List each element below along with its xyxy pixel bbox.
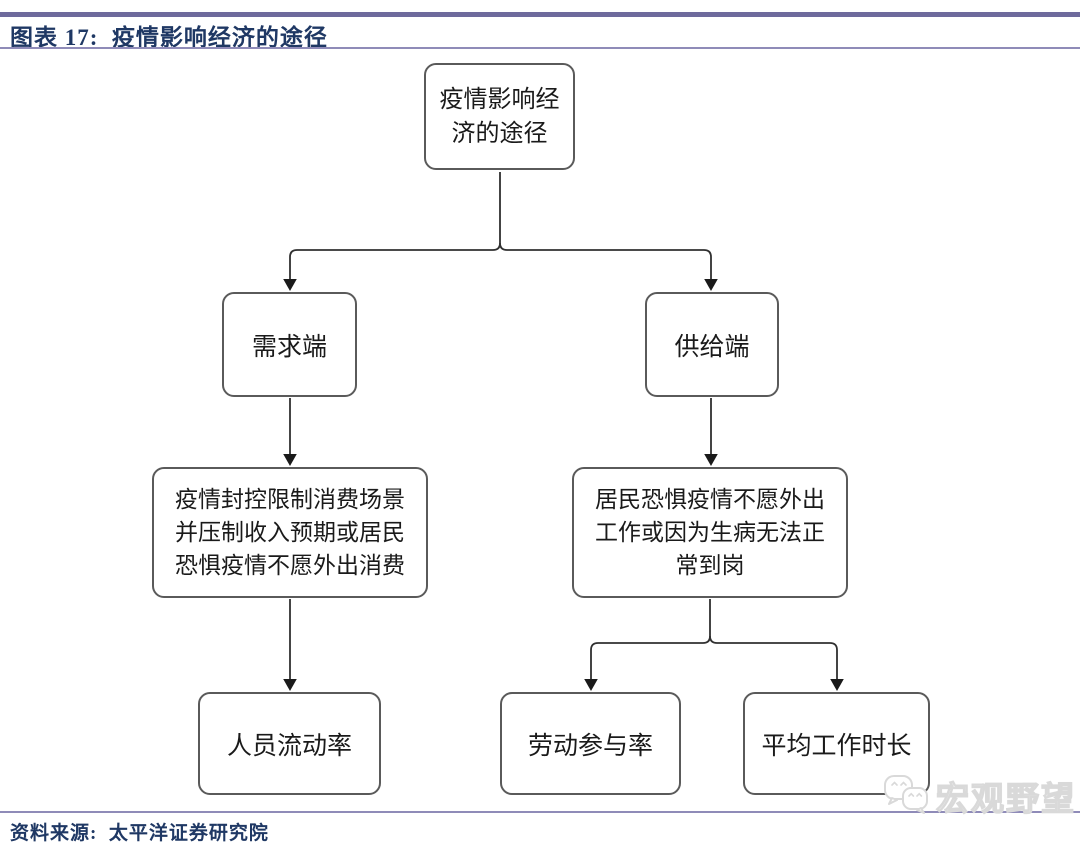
header-rule-thin: [0, 47, 1080, 49]
node-demand-side: 需求端: [222, 292, 357, 397]
arrowhead: [830, 679, 844, 691]
node-root: 疫情影响经济的途径: [424, 63, 575, 170]
watermark-text: 宏观野望: [935, 779, 1076, 817]
node-supply-side: 供给端: [645, 292, 779, 397]
node-metric-personnel-mobility: 人员流动率: [198, 692, 381, 795]
node-metric-labor-participation: 劳动参与率: [500, 692, 681, 795]
arrowhead: [283, 679, 297, 691]
arrowhead: [584, 679, 598, 691]
footer-rule: [0, 811, 1080, 813]
figure-title: 图表 17: 疫情影响经济的途径: [10, 25, 328, 50]
arrowhead: [704, 279, 718, 291]
arrowhead: [283, 454, 297, 466]
arrowhead: [283, 279, 297, 291]
source-note: 资料来源: 太平洋证券研究院: [10, 823, 269, 844]
watermark: 宏观野望: [882, 772, 1076, 820]
wechat-chat-bubbles-icon: [882, 773, 930, 820]
connector-root-supply: [499, 242, 712, 279]
node-supply-detail: 居民恐惧疫情不愿外出工作或因为生病无法正常到岗: [572, 467, 848, 598]
header-rule-thick: [0, 12, 1080, 17]
connector-root-demand: [289, 172, 501, 279]
node-metric-average-working-hours: 平均工作时长: [743, 692, 930, 795]
connector-supply-metric-1: [590, 599, 711, 679]
node-demand-detail: 疫情封控限制消费场景并压制收入预期或居民恐惧疫情不愿外出消费: [152, 467, 428, 598]
connector-supply-metric-2: [709, 635, 838, 679]
arrowhead: [704, 454, 718, 466]
